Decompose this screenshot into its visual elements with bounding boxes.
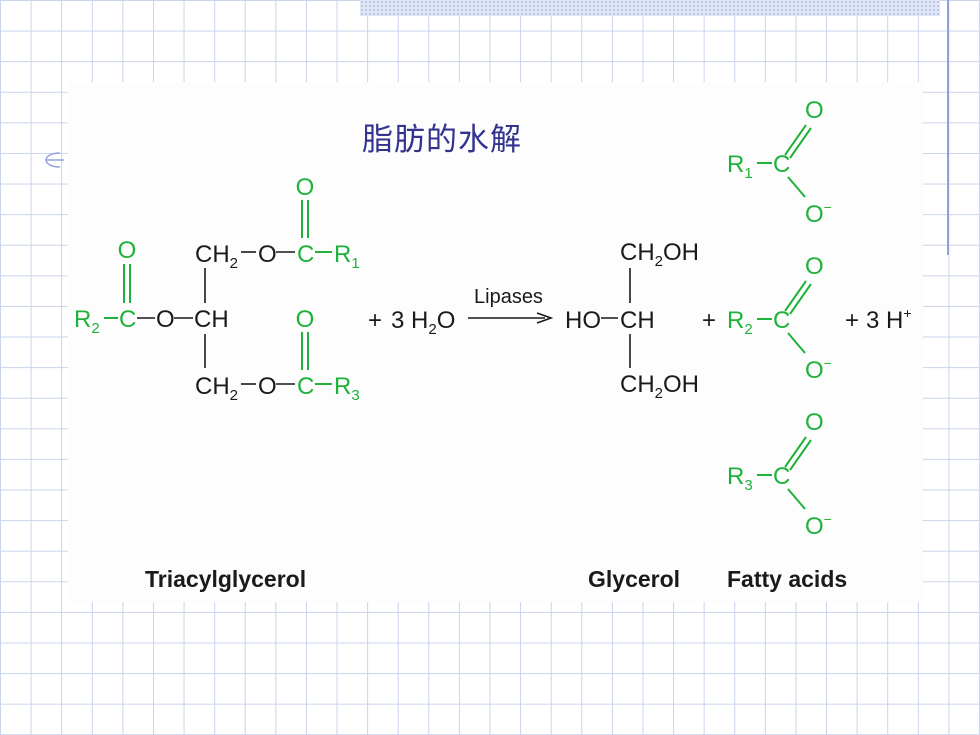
diagram-panel xyxy=(68,82,923,602)
tag-bottom-ester-O: O xyxy=(258,373,277,400)
reaction-arrow: Lipases xyxy=(468,286,554,324)
tag-top-carbonyl-C: C xyxy=(297,241,314,268)
fatty-acids: O R1 C O− + O R2 C O− O R3 C O− Fatty ac… xyxy=(702,97,847,592)
glycerol-CH: CH xyxy=(620,307,655,334)
fa1-O-minus: O− xyxy=(805,199,832,228)
fa3-R3: R3 xyxy=(727,463,753,494)
fa1-C: C xyxy=(773,151,790,178)
fa3-C: C xyxy=(773,463,790,490)
fa2-double-bond-a xyxy=(784,280,807,312)
water-reactant: + 3 H2O xyxy=(368,307,455,338)
water-plus: + xyxy=(368,307,382,334)
triacylglycerol-label: Triacylglycerol xyxy=(145,566,306,592)
fa2-double-bond-b xyxy=(789,283,812,315)
slide-title: 脂肪的水解 xyxy=(362,122,522,158)
fatty-acids-label: Fatty acids xyxy=(727,566,847,592)
tag-R1: R1 xyxy=(334,241,360,272)
fa1-single-bond xyxy=(787,176,806,198)
fa3-double-bond-b xyxy=(789,439,812,471)
tag-bottom-CH2: CH2 xyxy=(195,373,238,404)
fa3-carbonyl-O: O xyxy=(805,409,824,436)
bullet-arrow-icon xyxy=(45,152,64,168)
tag-R3: R3 xyxy=(334,373,360,404)
tag-top-carbonyl-O: O xyxy=(296,174,315,201)
fa-plus: + xyxy=(702,307,716,334)
protons-formula: 3 H+ xyxy=(866,305,912,334)
lipases-label: Lipases xyxy=(474,286,543,308)
fa3-O-minus: O− xyxy=(805,511,832,540)
fa3-double-bond-a xyxy=(784,436,807,468)
arrow-head xyxy=(536,312,554,324)
tag-bottom-carbonyl-O: O xyxy=(296,306,315,333)
fa1-double-bond-b xyxy=(789,127,812,159)
glycerol: CH2OH HO CH CH2OH Glycerol xyxy=(565,239,699,592)
water-formula: 3 H2O xyxy=(391,307,455,338)
protons-product: + 3 H+ xyxy=(845,305,912,334)
tag-mid-CH: CH xyxy=(194,306,229,333)
fa2-O-minus: O− xyxy=(805,355,832,384)
fa1-carbonyl-O: O xyxy=(805,97,824,124)
fa3-single-bond xyxy=(787,488,806,510)
glycerol-bottom-CH2OH: CH2OH xyxy=(620,371,699,402)
fa2-C: C xyxy=(773,307,790,334)
tag-mid-carbonyl-C: C xyxy=(119,306,136,333)
glycerol-HO: HO xyxy=(565,307,601,334)
protons-plus: + xyxy=(845,307,859,334)
triacylglycerol: O CH2 O C R1 O R2 C O CH O CH2 O xyxy=(74,174,360,592)
fa1-R1: R1 xyxy=(727,151,753,182)
fa2-R2: R2 xyxy=(727,307,753,338)
tag-R2: R2 xyxy=(74,306,100,337)
fa2-carbonyl-O: O xyxy=(805,253,824,280)
right-vertical-rule xyxy=(947,0,949,255)
fa2-single-bond xyxy=(787,332,806,354)
fa1-double-bond-a xyxy=(784,124,807,156)
glycerol-label: Glycerol xyxy=(588,566,680,592)
tag-mid-ester-O: O xyxy=(156,306,175,333)
tag-top-ester-O: O xyxy=(258,241,277,268)
tag-bottom-carbonyl-C: C xyxy=(297,373,314,400)
top-decorative-band xyxy=(360,0,940,16)
glycerol-top-CH2OH: CH2OH xyxy=(620,239,699,270)
tag-top-CH2: CH2 xyxy=(195,241,238,272)
tag-left-carbonyl-O: O xyxy=(118,237,137,264)
